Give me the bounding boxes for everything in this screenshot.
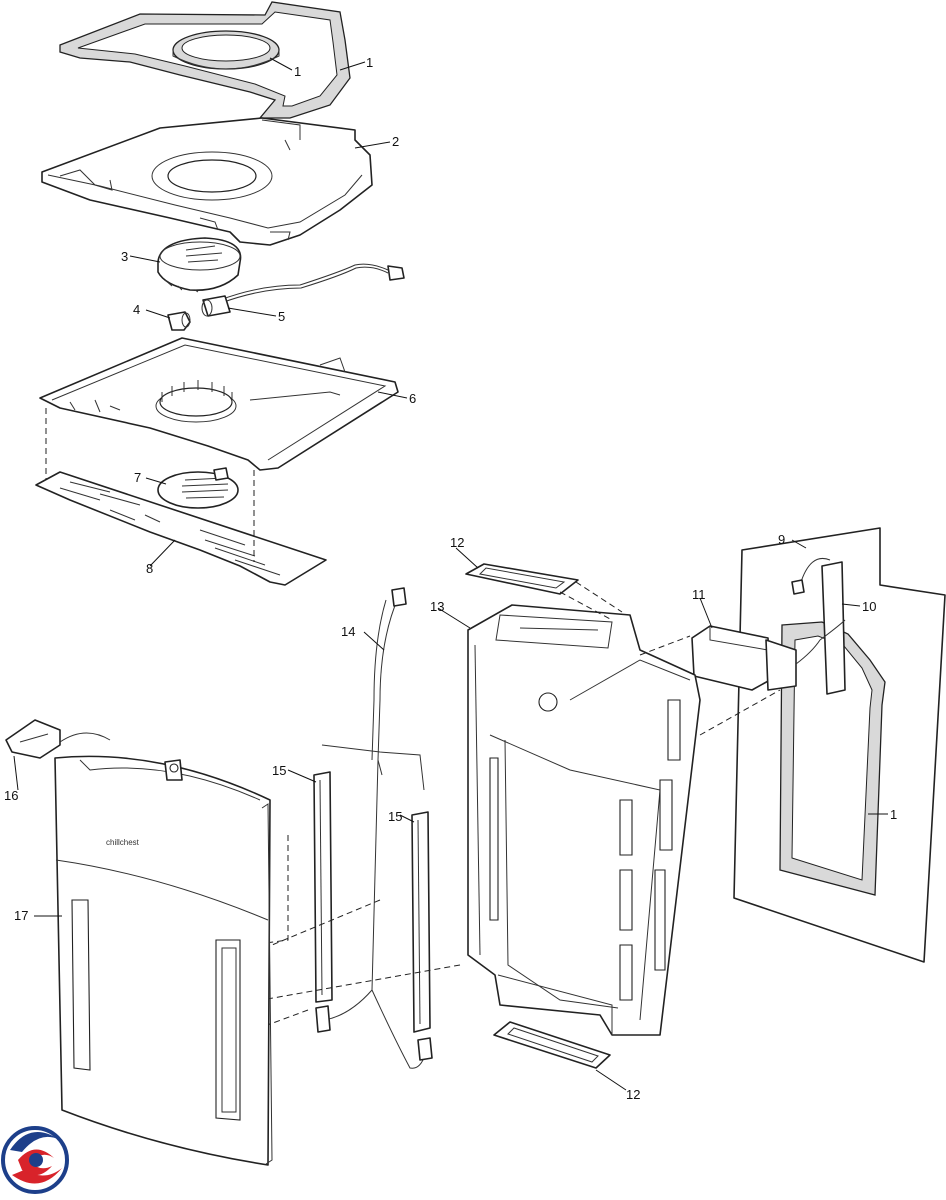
callout-7: 7 [134,470,141,485]
callout-15-right: 15 [388,809,402,824]
leader-lines [13,57,888,1091]
filter-bottom [493,1021,611,1069]
door-latch [5,719,111,759]
callout-8: 8 [146,561,153,576]
power-cable [219,263,405,304]
callout-2: 2 [392,134,399,149]
callout-1-back-gasket: 1 [890,807,897,822]
callout-4: 4 [133,302,140,317]
callout-12-top: 12 [450,535,464,550]
filter-top [465,563,579,595]
callout-14: 14 [341,624,355,639]
top-plate [41,117,373,246]
air-grille-disc [157,467,239,509]
base-frame [39,337,399,471]
heater-element-left [313,771,333,1033]
inner-liner [467,604,701,1036]
thermostat-probe [791,558,846,695]
callout-1-top-gasket: 1 [366,55,373,70]
heater-element-right [411,811,433,1061]
callout-12-bottom: 12 [626,1087,640,1102]
callout-17: 17 [14,908,28,923]
back-panel-gasket [779,621,886,896]
callout-13: 13 [430,599,444,614]
brand-mark: chillchest [106,838,140,847]
control-box [691,619,846,691]
callout-3: 3 [121,249,128,264]
alignment-guides-top [45,408,255,562]
callout-1-round-seal: 1 [294,64,301,79]
callout-5: 5 [278,309,285,324]
round-seal-ring [172,30,280,70]
callout-11: 11 [692,587,706,602]
front-cover [54,755,273,1166]
bottom-grille-tray [35,471,327,586]
fan-motor-unit [157,237,242,293]
callout-10: 10 [862,599,876,614]
callout-15-left: 15 [272,763,286,778]
callout-6: 6 [409,391,416,406]
swirl-logo-icon [1,1126,69,1194]
rotary-switch [201,295,231,317]
control-knob [167,311,191,331]
wiring-harness [321,587,426,1069]
alignment-guides-liner [559,581,781,736]
callout-9: 9 [778,532,785,547]
callout-16: 16 [4,788,18,803]
